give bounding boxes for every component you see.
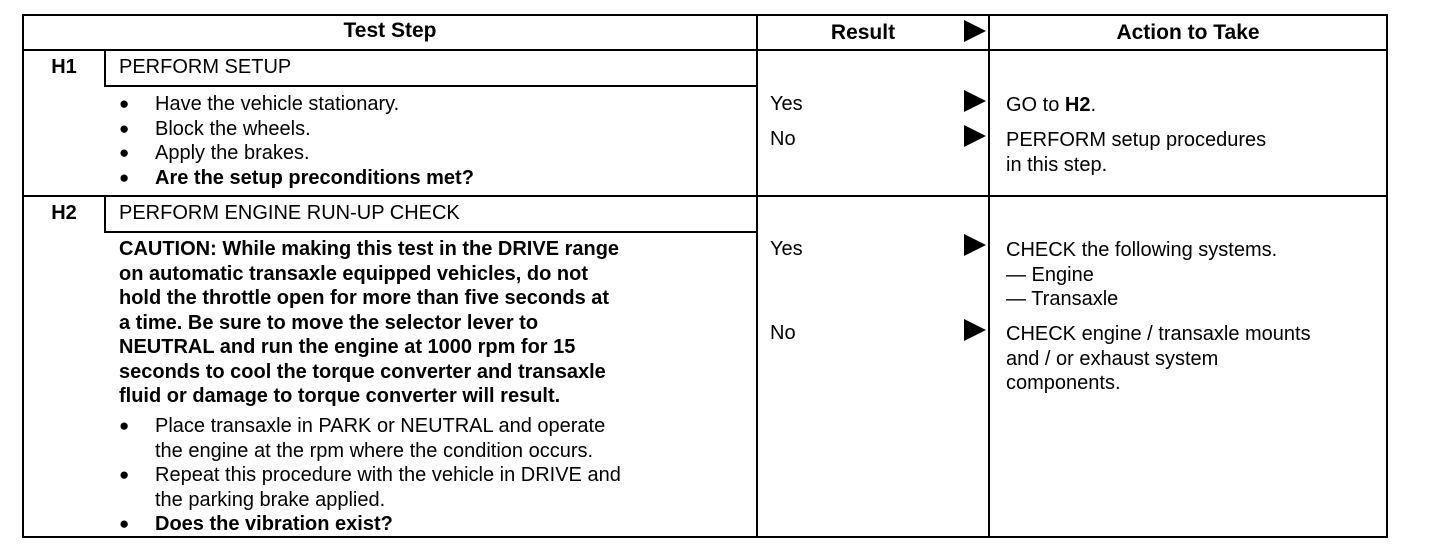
step-id-h1: H1 [51, 56, 77, 78]
h2-yes-action-line: — Engine [1006, 263, 1094, 286]
caution-line: on automatic transaxle equipped vehicles… [119, 262, 588, 285]
divider-stepid-h2 [104, 196, 106, 232]
h1-yes-action-ref: H2 [1064, 94, 1091, 116]
h1-no-arrow-icon [964, 125, 986, 147]
diagnostic-table: Test Step Result Action to Take H1 PERFO… [22, 14, 1388, 538]
h1-result-no: No [770, 128, 796, 150]
h2-result-no: No [770, 322, 796, 344]
h1-no-action: PERFORM setup procedures in this step. [1006, 128, 1266, 177]
h2-bullet-line: Does the vibration exist? [155, 513, 393, 535]
h1-yes-action-suffix: . [1090, 94, 1097, 116]
h2-no-action-line: and / or exhaust system [1006, 347, 1219, 370]
header-arrow-icon [964, 20, 986, 42]
step-title-h2: PERFORM ENGINE RUN-UP CHECK [119, 202, 460, 224]
caution-line: seconds to cool the torque converter and… [119, 360, 606, 383]
h1-no-action-line: in this step. [1006, 153, 1108, 176]
h2-bullet-list: Place transaxle in PARK or NEUTRAL and o… [119, 414, 749, 537]
step-title-h1: PERFORM SETUP [119, 56, 292, 78]
h2-result-yes: Yes [770, 238, 803, 260]
h2-bullet-line: the parking brake applied. [155, 488, 386, 511]
h2-bullet-line: Repeat this procedure with the vehicle i… [155, 464, 621, 486]
h1-bottom-line [24, 195, 1386, 197]
step-id-h2: H2 [51, 202, 77, 224]
divider-teststep-result [756, 16, 758, 536]
h2-no-action-line: CHECK engine / transaxle mounts [1006, 323, 1311, 345]
caution-line: a time. Be sure to move the selector lev… [119, 311, 539, 334]
h2-bullet: Repeat this procedure with the vehicle i… [119, 463, 749, 512]
h1-yes-arrow-icon [964, 90, 986, 112]
h1-yes-action-prefix: GO to [1006, 94, 1065, 116]
h2-no-action: CHECK engine / transaxle mounts and / or… [1006, 322, 1311, 396]
h2-caution-text: CAUTION: While making this test in the D… [119, 237, 729, 409]
caution-line: fluid or damage to torque converter will… [119, 385, 561, 407]
h2-bullet: Place transaxle in PARK or NEUTRAL and o… [119, 414, 749, 463]
h2-bullet-line: the engine at the rpm where the conditio… [155, 439, 594, 462]
h1-bullet: Have the vehicle stationary. [119, 92, 739, 117]
divider-result-action [988, 16, 990, 536]
h2-bullet-line: Place transaxle in PARK or NEUTRAL and o… [155, 415, 606, 437]
divider-stepid [104, 50, 106, 86]
h2-no-action-line: components. [1006, 372, 1121, 394]
h2-yes-action: CHECK the following systems. — Engine — … [1006, 238, 1277, 312]
h1-yes-action: GO to H2. [1006, 93, 1096, 118]
h1-question: Are the setup preconditions met? [119, 166, 739, 191]
h2-question: Does the vibration exist? [119, 512, 749, 537]
h2-yes-action-line: — Transaxle [1006, 288, 1119, 310]
caution-line: hold the throttle open for more than fiv… [119, 287, 610, 309]
h2-title-underline [104, 231, 756, 233]
h1-no-action-line: PERFORM setup procedures [1006, 129, 1267, 151]
h1-title-underline [104, 85, 756, 87]
h1-bullet: Block the wheels. [119, 117, 739, 142]
h2-yes-arrow-icon [964, 234, 986, 256]
header-result: Result [830, 21, 896, 44]
h1-result-yes: Yes [770, 93, 803, 115]
header-underline [24, 49, 1386, 51]
h2-no-arrow-icon [964, 319, 986, 341]
caution-line: NEUTRAL and run the engine at 1000 rpm f… [119, 336, 576, 358]
header-test-step: Test Step [343, 19, 437, 42]
h1-bullet-list: Have the vehicle stationary. Block the w… [119, 92, 739, 190]
h2-yes-action-line: CHECK the following systems. [1006, 239, 1278, 261]
header-action: Action to Take [1116, 21, 1260, 44]
caution-line: CAUTION: While making this test in the D… [119, 238, 620, 260]
h1-bullet: Apply the brakes. [119, 141, 739, 166]
